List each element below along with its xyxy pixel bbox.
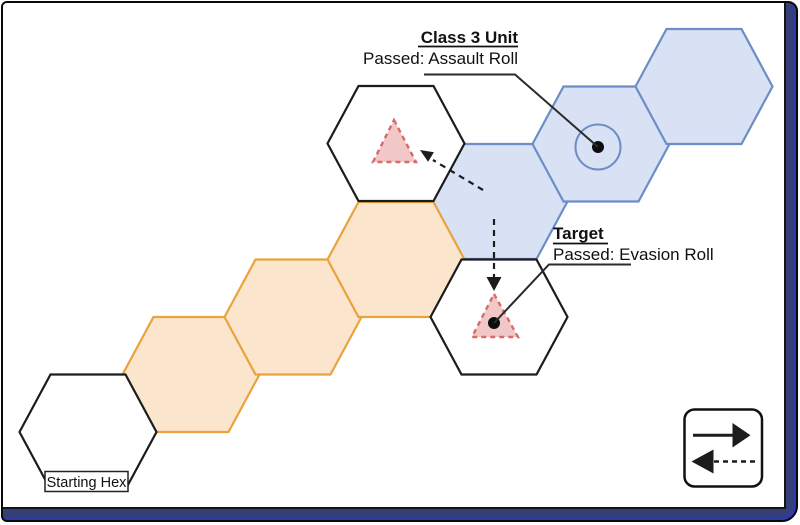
dashed-arrow-to-target bbox=[486, 219, 502, 291]
target-subtitle: Passed: Evasion Roll bbox=[553, 245, 714, 264]
target-callout-line bbox=[493, 263, 631, 324]
dashed-arrowhead-icon bbox=[420, 150, 434, 162]
target-triangle-icon bbox=[470, 291, 521, 339]
legend bbox=[683, 408, 764, 488]
blue-path-hexes bbox=[429, 27, 774, 261]
target-title: Target bbox=[553, 224, 604, 243]
target-label: Target Passed: Evasion Roll bbox=[553, 224, 714, 264]
class3-callout-line bbox=[424, 73, 599, 148]
orange-path-hexes bbox=[121, 200, 466, 434]
legend-dashed-arrow-icon bbox=[691, 449, 756, 474]
class3-unit-label: Class 3 Unit Passed: Assault Roll bbox=[363, 28, 518, 68]
blue-path-hex-3 bbox=[634, 27, 774, 146]
class3-subtitle: Passed: Assault Roll bbox=[363, 49, 518, 68]
assault-triangle-icon bbox=[371, 117, 418, 164]
hex-diagram: Class 3 Unit Passed: Assault Roll Target… bbox=[18, 27, 774, 493]
starting-hex-label-box bbox=[44, 470, 129, 493]
dashed-arrow-to-assault-display bbox=[420, 150, 484, 191]
starting-hex-label: Starting Hex bbox=[44, 470, 129, 493]
legend-box bbox=[683, 408, 764, 488]
legend-solid-arrow-icon bbox=[693, 423, 751, 448]
dashed-arrowhead-icon bbox=[486, 277, 502, 291]
starting-hex-label-text: Starting Hex bbox=[47, 475, 128, 491]
diagram-canvas: Class 3 Unit Passed: Assault Roll Target… bbox=[3, 3, 786, 509]
class3-title: Class 3 Unit bbox=[421, 28, 519, 47]
unit-circle-icon bbox=[574, 123, 622, 171]
